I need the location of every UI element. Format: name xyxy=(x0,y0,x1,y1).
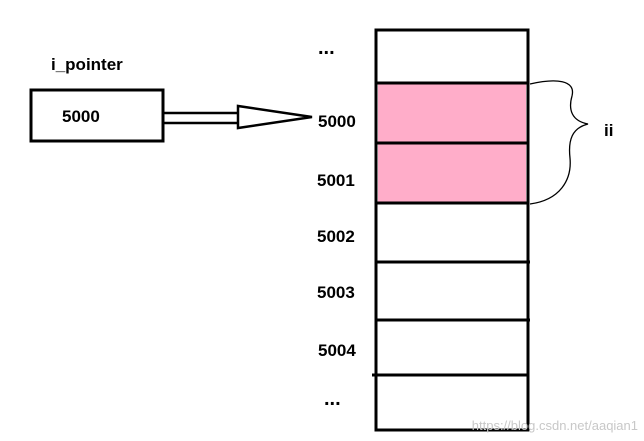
memory-cell-5001-fill xyxy=(378,143,526,203)
address-label-5001: 5001 xyxy=(317,171,355,190)
memory-cell-5000-fill xyxy=(378,83,526,143)
address-label-5004: 5004 xyxy=(318,341,356,360)
variable-brace xyxy=(529,80,589,205)
pointer-box xyxy=(29,88,165,143)
variable-name-label: ii xyxy=(604,121,613,140)
address-label-5003: 5003 xyxy=(317,283,355,302)
watermark: https://blog.csdn.net/aaqian1 xyxy=(471,418,638,433)
pointer-value: 5000 xyxy=(62,107,100,126)
address-label-5002: 5002 xyxy=(317,227,355,246)
address-label-5000: 5000 xyxy=(318,112,356,131)
ellipsis-top: ... xyxy=(318,37,335,59)
memory-column xyxy=(372,28,530,432)
ellipsis-bottom: ... xyxy=(324,388,341,410)
pointer-name-label: i_pointer xyxy=(51,55,123,74)
pointer-arrow xyxy=(163,104,313,130)
